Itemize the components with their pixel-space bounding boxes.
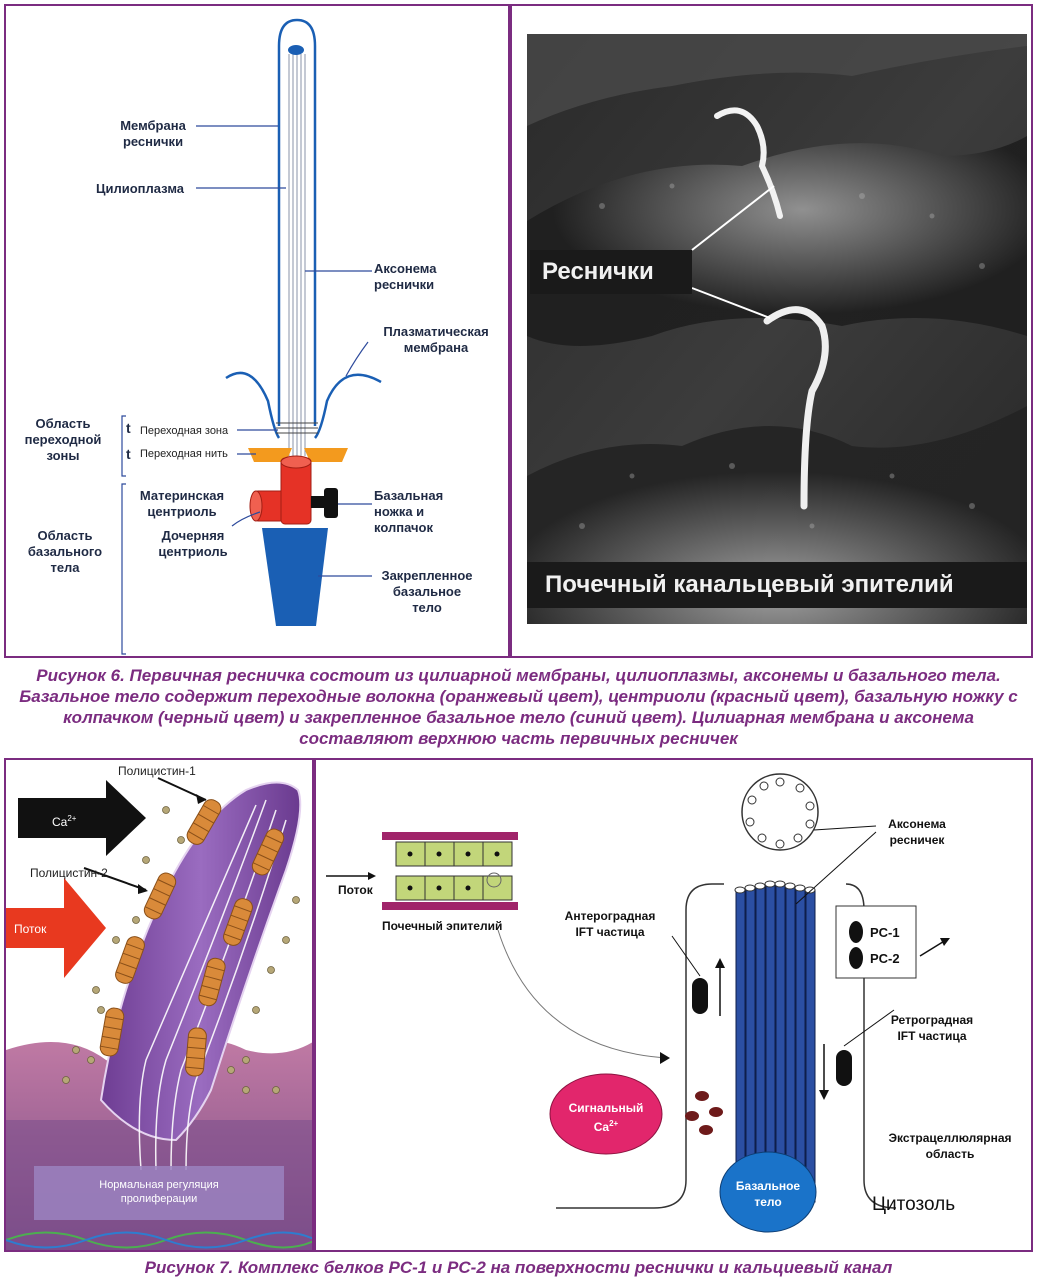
- label-mother-centriole: Материнская центриоль: [139, 488, 225, 519]
- label-normal-regulation: Нормальная регуляция пролиферации: [99, 1179, 219, 1205]
- label-basal-body-region: Область базального тела: [27, 528, 103, 575]
- calcium-ions: [62, 806, 300, 1094]
- label-flow-right: Поток: [338, 883, 373, 897]
- label-ca-text: Ca: [52, 815, 68, 829]
- polycystin-coils: [99, 799, 285, 1077]
- label-anchored-basal-body: Закрепленное базальное тело: [381, 568, 473, 615]
- label-cilium-membrane: Мембрана реснички: [120, 118, 186, 149]
- retrograde-ift-particle: [836, 1050, 852, 1086]
- label-axoneme: Аксонема реснички: [374, 261, 437, 292]
- pc1-pc2-cilium-schematic: [326, 773, 950, 1233]
- proliferation-box: [34, 1166, 284, 1220]
- label-signal-ca-text: Сигнальный Ca: [568, 1101, 644, 1134]
- label-ca-left: Ca2+: [52, 812, 76, 829]
- basal-body: [719, 1151, 817, 1233]
- label-axoneme-cilia: Аксонема ресничек: [888, 817, 946, 847]
- anchored-basal-body: [262, 528, 328, 626]
- calcium-influx-arrow: [18, 780, 146, 856]
- signaling-calcium: [549, 1073, 663, 1155]
- label-t1: t: [126, 420, 131, 436]
- transition-fiber-right: [304, 448, 348, 462]
- fig6-micrograph-panel: Реснички Почечный канальцевый эпителий: [510, 4, 1033, 658]
- label-transition-zone: Переходная зона: [140, 425, 229, 437]
- label-plasma-membrane: Плазматическая мембрана: [383, 324, 489, 355]
- label-basal-body: Базальное тело: [735, 1179, 801, 1209]
- label-signal-ca-sup: 2+: [609, 1119, 619, 1128]
- label-pc2: PC-2: [870, 951, 900, 966]
- basal-foot-cap: [324, 488, 338, 518]
- cilia-label: Реснички: [530, 250, 692, 294]
- label-retrograde-ift: Ретроградная IFT частица: [890, 1013, 974, 1043]
- cilium-lower: [763, 306, 829, 510]
- fig7-illustration-panel: Полицистин-1 Полицистин-2 Ca2+ Поток Нор…: [4, 758, 314, 1252]
- label-transition-fiber: Переходная нить: [140, 448, 228, 460]
- polycystin-cilium-illustration: [6, 760, 312, 1250]
- renal-epithelium-label: Почечный канальцевый эпителий: [527, 562, 1027, 608]
- label-pc1: PC-1: [870, 925, 900, 940]
- label-polycystin1: Полицистин-1: [118, 764, 196, 778]
- axoneme-cross-section: [741, 773, 819, 851]
- label-t2: t: [126, 446, 131, 462]
- figure7-caption: Рисунок 7. Комплекс белков PC-1 и PC-2 н…: [144, 1258, 893, 1277]
- label-transition-region: Область переходной зоны: [24, 416, 102, 463]
- label-flow-left: Поток: [14, 922, 47, 936]
- label-polycystin2: Полицистин-2: [30, 866, 108, 880]
- label-cytosol: Цитозоль: [872, 1194, 956, 1215]
- cilium-structure-diagram: [121, 18, 382, 655]
- fig7-schematic-panel: Поток Почечный эпителий Антероградная IF…: [314, 758, 1033, 1252]
- label-daughter-centriole: Дочерняя центриоль: [158, 528, 228, 559]
- label-ciliaplasm: Цилиоплазма: [96, 181, 184, 196]
- flow-arrow-red: [6, 878, 106, 978]
- label-signal-calcium: Сигнальный Ca2+: [550, 1100, 662, 1135]
- fig6-diagram-panel: Мембрана реснички Цилиоплазма Аксонема р…: [4, 4, 510, 658]
- figure6-caption: Рисунок 6. Первичная ресничка состоит из…: [19, 666, 1018, 748]
- label-anterograde-ift: Антероградная IFT частица: [564, 909, 656, 939]
- label-basal-foot: Базальная ножка и колпачок: [374, 488, 444, 535]
- label-ca-sup: 2+: [67, 814, 77, 823]
- label-extracellular: Экстрацеллюлярная область: [888, 1131, 1012, 1161]
- pc-complex-box: [835, 905, 917, 979]
- anterograde-ift-particle: [692, 978, 708, 1014]
- label-renal-epithelium: Почечный эпителий: [382, 919, 503, 933]
- sem-micrograph-cilia: [527, 34, 1027, 624]
- cilium-upper: [714, 107, 783, 219]
- transition-fiber-left: [248, 448, 292, 462]
